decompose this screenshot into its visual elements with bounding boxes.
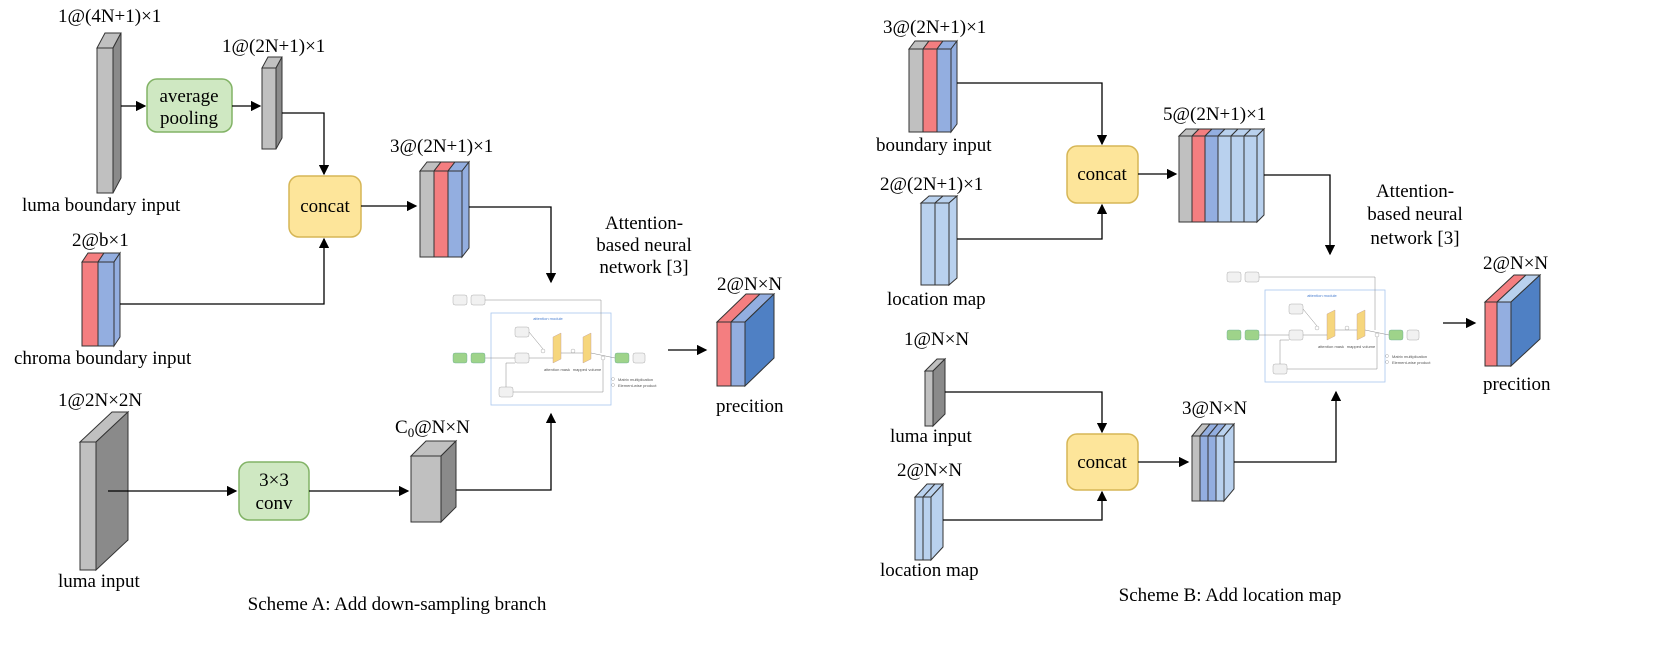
scheme-a: 1@(4N+1)×1 luma boundary input average p… <box>14 6 784 615</box>
pred-label-b: precition <box>1483 374 1551 395</box>
caption-b: Scheme B: Add location map <box>1119 585 1342 606</box>
chroma-boundary-block <box>81 251 121 348</box>
concat-out-block-b1 <box>1177 127 1266 224</box>
pred-dim-b: 2@N×N <box>1483 253 1548 274</box>
boundary-dim-b: 3@(2N+1)×1 <box>883 17 986 38</box>
luma-boundary-dim: 1@(4N+1)×1 <box>58 6 161 27</box>
attention-line2-b: based neural <box>1367 204 1462 225</box>
attention-network-a: attention module attention mask mapped v… <box>452 292 657 414</box>
locmap1-label: location map <box>887 289 986 310</box>
caption-a: Scheme A: Add down-sampling branch <box>248 594 547 615</box>
attention-line1-b: Attention- <box>1376 181 1454 202</box>
c0-dim: C0@N×N <box>395 417 470 440</box>
pooled-dim: 1@(2N+1)×1 <box>222 36 325 57</box>
svg-text:attention mask: attention mask <box>1318 344 1344 349</box>
svg-text:Matrix multiplication: Matrix multiplication <box>1392 354 1427 359</box>
luma-dim-b: 1@N×N <box>904 329 969 350</box>
attention-network-b: attention module attention mask mapped v… <box>1226 269 1431 391</box>
luma-boundary-label: luma boundary input <box>22 195 181 216</box>
luma-label-b: luma input <box>890 426 973 447</box>
attention-line3-a: network [3] <box>599 257 688 278</box>
concat-label-a: concat <box>300 196 350 217</box>
prediction-block-b <box>1483 273 1542 368</box>
boundary-input-block-b <box>908 39 958 134</box>
svg-text:attention module: attention module <box>1307 293 1337 298</box>
concat-label-b2: concat <box>1077 452 1127 473</box>
location-map-block-2 <box>913 482 945 562</box>
luma-input-label-a: luma input <box>58 571 141 592</box>
attention-line2-a: based neural <box>596 235 691 256</box>
locmap2-dim: 2@N×N <box>897 460 962 481</box>
svg-text:Element-wise product: Element-wise product <box>618 383 657 388</box>
c0-block <box>409 439 458 524</box>
concat-label-b1: concat <box>1077 164 1127 185</box>
concat-out-dim-a: 3@(2N+1)×1 <box>390 136 493 157</box>
pred-label-a: precition <box>716 396 784 417</box>
svg-text:mapped volume: mapped volume <box>573 367 602 372</box>
pred-dim-a: 2@N×N <box>717 274 782 295</box>
attention-line1-a: Attention- <box>605 213 683 234</box>
pooling-line2: pooling <box>160 108 219 129</box>
boundary-label-b: boundary input <box>876 135 992 156</box>
chroma-dim: 2@b×1 <box>72 230 129 251</box>
luma-boundary-block <box>96 32 122 194</box>
concat1-out-dim: 5@(2N+1)×1 <box>1163 104 1266 125</box>
concat-out-block-b2 <box>1190 422 1236 503</box>
svg-text:Matrix multiplication: Matrix multiplication <box>618 377 653 382</box>
scheme-b: 3@(2N+1)×1 boundary input 2@(2N+1)×1 loc… <box>876 17 1551 606</box>
concat2-out-dim: 3@N×N <box>1182 398 1247 419</box>
concat-out-block-a <box>418 160 471 259</box>
chroma-label: chroma boundary input <box>14 348 192 369</box>
location-map-block-1 <box>919 194 959 287</box>
luma-input-block-b <box>923 357 947 428</box>
pooling-line1: average <box>159 86 218 107</box>
svg-text:Element-wise product: Element-wise product <box>1392 360 1431 365</box>
attention-line3-b: network [3] <box>1370 228 1459 249</box>
svg-text:mapped volume: mapped volume <box>1347 344 1376 349</box>
luma-input-dim-a: 1@2N×2N <box>58 390 142 411</box>
locmap2-label: location map <box>880 560 979 581</box>
locmap1-dim: 2@(2N+1)×1 <box>880 174 983 195</box>
conv-line1: 3×3 <box>259 470 289 491</box>
prediction-block-a <box>715 292 776 388</box>
conv-line2: conv <box>256 493 293 514</box>
pooled-block <box>261 56 283 150</box>
svg-text:attention mask: attention mask <box>544 367 570 372</box>
svg-text:attention module: attention module <box>533 316 563 321</box>
